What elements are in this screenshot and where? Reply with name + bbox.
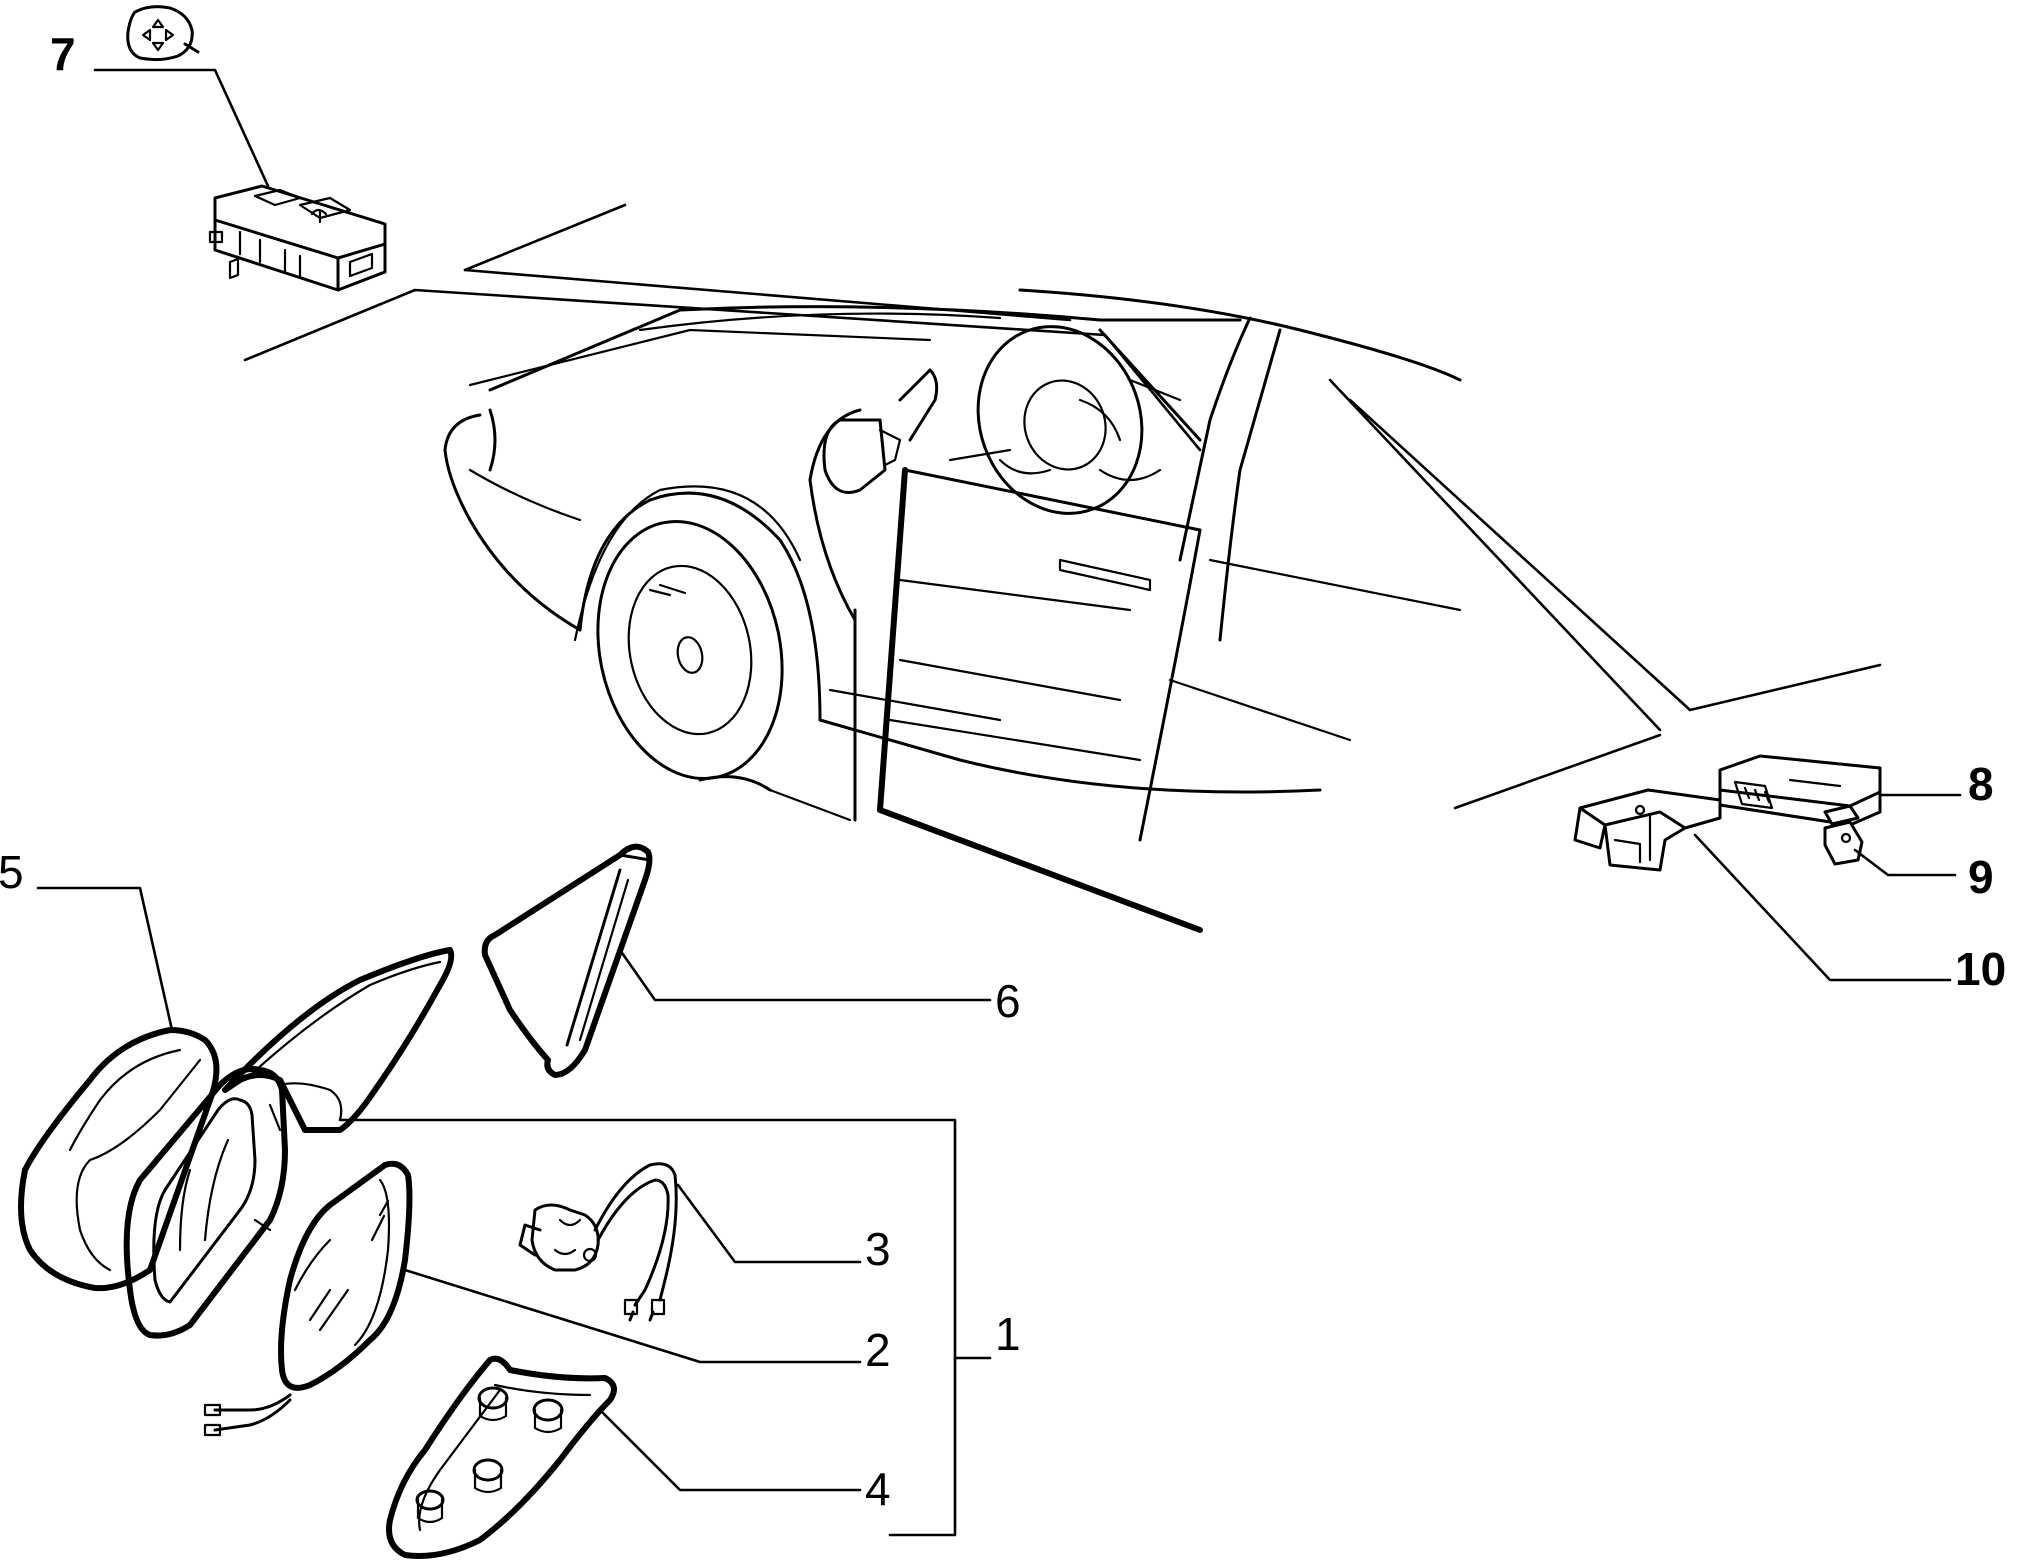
part-1-mirror-assembly xyxy=(123,947,455,1339)
callout-8: 8 xyxy=(1968,758,1994,810)
part-3-motor xyxy=(518,1162,678,1322)
callout-6: 6 xyxy=(995,975,1021,1027)
callout-9: 9 xyxy=(1968,851,1994,903)
leader-lines xyxy=(243,203,1882,810)
part-10-bracket xyxy=(1573,788,1722,872)
part-7-mirror-switch xyxy=(208,184,387,292)
callout-4: 4 xyxy=(865,1463,891,1515)
callout-leaders xyxy=(36,68,1962,1537)
callout-5: 5 xyxy=(0,846,24,898)
callout-numbers: 7 5 6 1 3 2 4 8 9 10 xyxy=(0,28,2006,1515)
part-8-control-unit xyxy=(1718,754,1882,827)
car-outline xyxy=(443,288,1462,933)
part-6-triangle-trim xyxy=(481,843,653,1078)
part-9-clip xyxy=(1823,804,1864,866)
callout-7: 7 xyxy=(50,28,76,80)
mirror-adjust-icon xyxy=(126,5,200,62)
part-4-mirror-base xyxy=(386,1355,617,1559)
part-5-mirror-cover xyxy=(18,1027,220,1292)
callout-2: 2 xyxy=(865,1324,891,1376)
callout-10: 10 xyxy=(1955,943,2006,995)
part-2-mirror-glass xyxy=(203,1160,413,1437)
callout-3: 3 xyxy=(865,1223,891,1275)
callout-1: 1 xyxy=(995,1308,1021,1360)
